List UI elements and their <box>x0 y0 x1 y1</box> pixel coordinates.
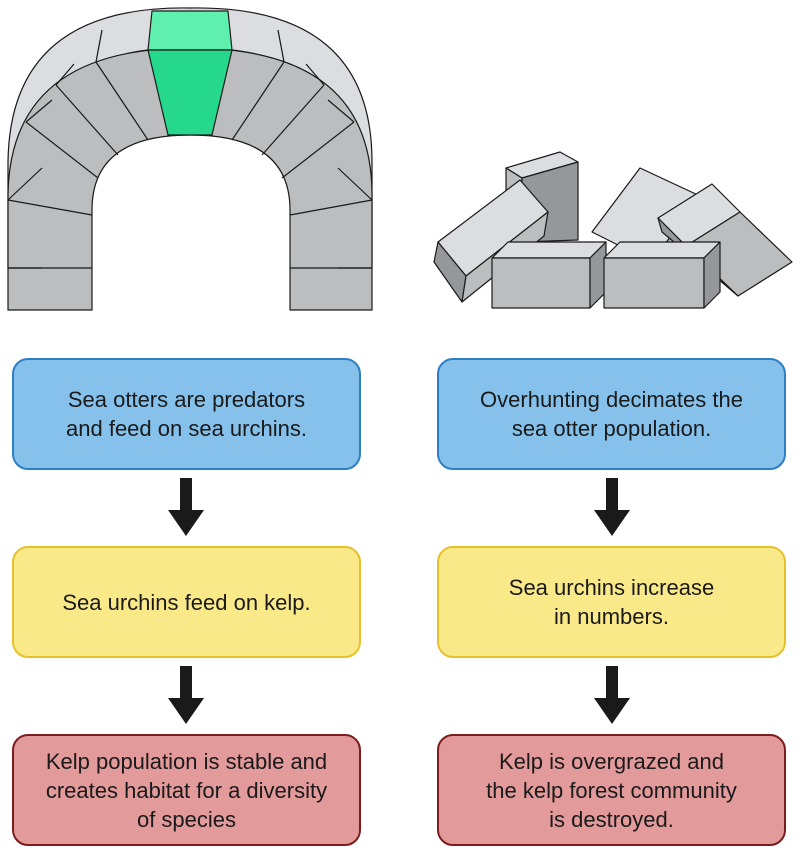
left-step-2-box: Sea urchins feed on kelp. <box>12 546 361 658</box>
stone-block <box>603 241 721 309</box>
arch-joints <box>7 29 373 269</box>
arch-front-face <box>7 47 373 311</box>
stone-block <box>657 183 793 297</box>
right-step-1-box: Overhunting decimates the sea otter popu… <box>437 358 786 470</box>
left-step-1-text: Sea otters are predators and feed on sea… <box>66 387 307 441</box>
collapsed-blocks-illustration <box>433 151 793 309</box>
down-arrow-icon <box>168 666 204 724</box>
right-step-1-text: Overhunting decimates the sea otter popu… <box>480 387 743 441</box>
left-step-2-text: Sea urchins feed on kelp. <box>62 589 311 615</box>
keystone-top <box>147 10 233 51</box>
keystone-face <box>147 49 233 136</box>
left-step-1-box: Sea otters are predators and feed on sea… <box>12 358 361 470</box>
right-step-3-text: Kelp is overgrazed and the kelp forest c… <box>486 748 737 832</box>
right-step-3-box: Kelp is overgrazed and the kelp forest c… <box>437 734 786 846</box>
stone-block <box>491 241 607 309</box>
right-step-2-box: Sea urchins increase in numbers. <box>437 546 786 658</box>
illustrations <box>7 7 793 311</box>
right-step-2-text: Sea urchins increase in numbers. <box>508 575 715 629</box>
stone-arch-illustration <box>7 7 373 311</box>
down-arrow-icon <box>594 666 630 724</box>
left-step-3-box: Kelp population is stable and creates ha… <box>12 734 361 846</box>
down-arrow-icon <box>168 478 204 536</box>
left-step-3-text: Kelp population is stable and creates ha… <box>45 748 328 832</box>
down-arrow-icon <box>594 478 630 536</box>
